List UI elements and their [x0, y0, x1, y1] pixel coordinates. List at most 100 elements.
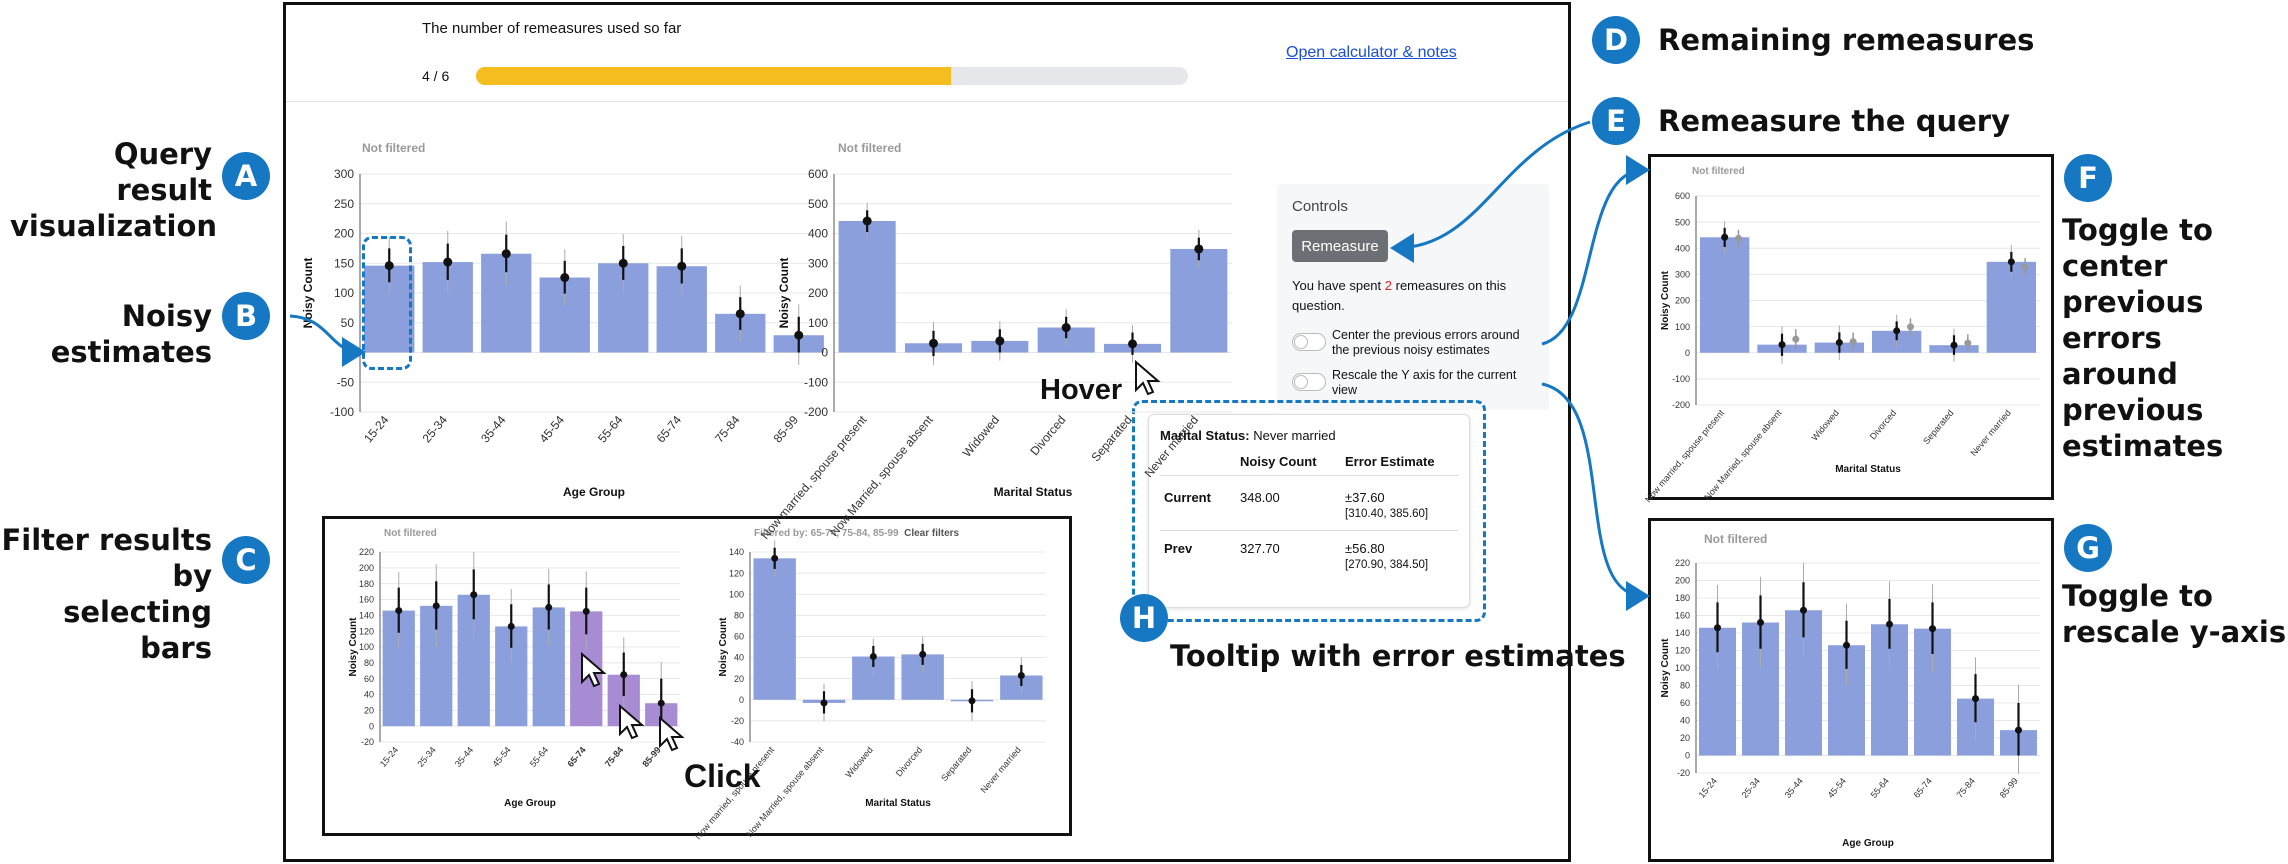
- estimate-point: [1972, 695, 1979, 703]
- estimate-point: [677, 261, 687, 271]
- estimate-point: [560, 273, 570, 283]
- spent-line2: question.: [1292, 298, 1345, 313]
- y-axis-label: Noisy Count: [1660, 638, 1671, 698]
- callout-a-line1: Query result: [113, 137, 212, 207]
- y-tick-label: 600: [1675, 191, 1690, 201]
- y-tick-label: 100: [808, 316, 828, 330]
- center-errors-toggle[interactable]: [1292, 333, 1326, 351]
- badge-d: D: [1592, 16, 1640, 64]
- y-axis-label: Noisy Count: [718, 617, 729, 677]
- filter-status-centered: Not filtered: [1692, 166, 1745, 177]
- estimate-point: [820, 699, 828, 707]
- previous-estimate-point: [1964, 339, 1972, 347]
- y-tick-label: -40: [731, 737, 744, 747]
- y-tick-label: -20: [731, 716, 744, 726]
- y-tick-label: 80: [364, 658, 374, 668]
- arrow-b-to-bar: [289, 314, 366, 367]
- y-tick-label: 100: [334, 286, 354, 300]
- filter-status-marital: Not filtered: [838, 141, 902, 155]
- y-tick-label: 500: [1675, 217, 1690, 227]
- callout-d-text: Remaining remeasures: [1658, 23, 2035, 57]
- previous-estimate-point: [1849, 338, 1857, 346]
- y-axis-label: Noisy Count: [348, 617, 359, 677]
- open-calculator-link[interactable]: Open calculator & notes: [1286, 44, 1457, 61]
- y-tick-label: 40: [734, 653, 744, 663]
- y-tick-label: -100: [330, 405, 354, 419]
- callout-g-text: Toggle to rescale y-axis: [2062, 578, 2286, 650]
- y-tick-label: 300: [808, 256, 828, 270]
- tooltip-divider-2: [1160, 530, 1458, 531]
- rescale-y-label: Rescale the Y axis for the current view: [1332, 368, 1516, 398]
- progress-count: 4 / 6: [422, 68, 450, 84]
- callout-f-line1: Toggle to center: [2062, 213, 2213, 283]
- clear-filters-link[interactable]: Clear filters: [904, 528, 960, 539]
- y-tick-label: 140: [359, 610, 374, 620]
- tooltip-row1-count: 348.00: [1240, 490, 1280, 505]
- tooltip-title: Marital Status: Never married: [1160, 428, 1336, 443]
- estimate-point: [2007, 258, 2015, 266]
- previous-estimate-point: [1734, 234, 1742, 242]
- y-tick-label: 180: [1675, 593, 1690, 603]
- y-tick-label: 60: [734, 632, 744, 642]
- y-tick-label: 0: [369, 721, 374, 731]
- estimate-point: [657, 699, 665, 707]
- estimate-point: [2015, 726, 2022, 734]
- callout-g-line2: rescale y-axis: [2062, 615, 2287, 649]
- callout-f-text: Toggle to center previous errors around …: [2062, 212, 2288, 464]
- estimate-point: [1194, 244, 1204, 254]
- click-cursor-icon-2: [619, 703, 645, 740]
- badge-a: A: [222, 152, 270, 200]
- estimate-point: [1757, 619, 1764, 626]
- estimate-point: [545, 603, 553, 611]
- estimate-point: [618, 258, 628, 268]
- estimate-point: [1061, 323, 1071, 333]
- estimate-point: [582, 607, 590, 615]
- estimate-point: [929, 338, 938, 348]
- y-tick-label: 20: [734, 674, 744, 684]
- y-tick-label: 400: [1675, 243, 1690, 253]
- estimate-point: [620, 671, 628, 679]
- y-axis-label: Noisy Count: [777, 258, 791, 329]
- arrow-center-toggle-to-f: [1541, 155, 1650, 346]
- y-tick-label: 300: [334, 167, 354, 181]
- estimate-point: [1843, 641, 1850, 649]
- filter-status-age-small: Not filtered: [384, 528, 437, 539]
- y-tick-label: 600: [808, 167, 828, 181]
- estimate-point: [1835, 339, 1843, 347]
- y-tick-label: 0: [1685, 348, 1690, 358]
- callout-a-line2: visualization: [10, 209, 218, 243]
- error-tooltip: [1148, 414, 1470, 608]
- y-tick-label: -200: [1672, 400, 1690, 410]
- y-tick-label: -200: [804, 405, 828, 419]
- y-tick-label: 100: [359, 642, 374, 652]
- y-tick-label: 150: [334, 256, 354, 270]
- previous-estimate-point: [2021, 263, 2029, 271]
- remeasure-button[interactable]: Remeasure: [1292, 230, 1388, 262]
- y-tick-label: 0: [739, 695, 744, 705]
- estimate-point: [919, 650, 927, 658]
- x-axis-label: Age Group: [563, 485, 625, 499]
- callout-h-text: Tooltip with error estimates: [1170, 639, 1626, 673]
- x-axis-label: Age Group: [504, 798, 556, 809]
- y-tick-label: -50: [337, 375, 355, 389]
- filter-status-rescaled: Not filtered: [1704, 532, 1768, 546]
- tooltip-highlight-dash: [1132, 400, 1486, 622]
- estimate-point: [470, 591, 478, 599]
- y-tick-label: -20: [361, 737, 374, 747]
- y-axis-label: Noisy Count: [1660, 270, 1671, 330]
- callout-c-line2: selecting bars: [63, 595, 212, 665]
- badge-e: E: [1592, 97, 1640, 145]
- click-cursor-icon-3: [659, 715, 685, 752]
- y-tick-label: 50: [341, 316, 355, 330]
- estimate-point: [1778, 341, 1786, 349]
- y-tick-label: 80: [1680, 681, 1690, 691]
- y-tick-label: -100: [1672, 374, 1690, 384]
- estimate-point: [735, 309, 745, 319]
- y-tick-label: 120: [359, 626, 374, 636]
- rescale-y-toggle[interactable]: [1292, 373, 1326, 391]
- callout-e-text: Remeasure the query: [1658, 104, 2010, 138]
- arrow-rescale-toggle-to-g: [1541, 382, 1650, 611]
- estimate-point: [1893, 327, 1901, 335]
